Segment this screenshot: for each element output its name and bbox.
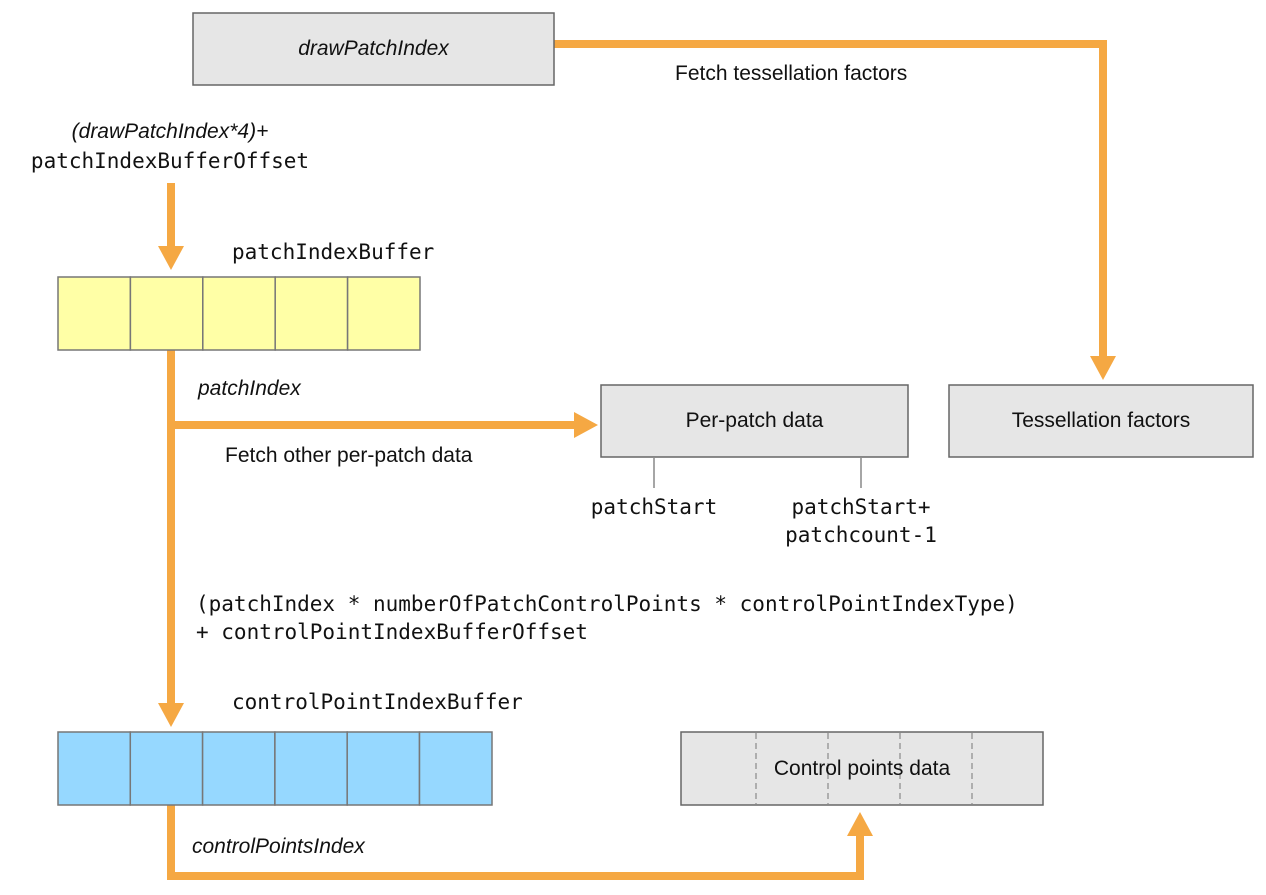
draw-patch-index-box <box>192 12 555 86</box>
per-patch-data-box <box>600 384 909 458</box>
control-points-data-label: Control points data <box>773 757 951 780</box>
control-point-index-buffer-cell <box>201 731 276 806</box>
patch-index-buffer-cell <box>57 276 132 351</box>
patch-end-label-line2: patchcount-1 <box>785 523 937 547</box>
control-points-fetch-line <box>167 805 864 880</box>
control-buffer-arrowhead <box>158 703 184 727</box>
draw-patch-index-label: drawPatchIndex <box>298 37 449 60</box>
patch-index-fetch-arrowhead <box>158 246 184 270</box>
control-point-index-buffer-cell <box>57 731 132 806</box>
patch-index-buffer-cell <box>346 276 421 351</box>
patch-index-buffer <box>57 276 421 351</box>
control-point-index-buffer-cell <box>274 731 348 806</box>
tessellation-fetch-line <box>554 40 1107 358</box>
patch-index-buffer-label: patchIndexBuffer <box>232 240 435 264</box>
control-point-index-buffer-cell <box>346 731 421 806</box>
patch-index-buffer-cell <box>274 276 349 351</box>
patch-index-buffer-cell <box>202 276 276 351</box>
control-point-index-buffer-cell <box>418 731 493 806</box>
patch-index-expr-line2: patchIndexBufferOffset <box>30 149 310 173</box>
connectors <box>158 40 1116 880</box>
patch-index-expr-line1: (drawPatchIndex*4)+ <box>71 120 269 143</box>
tessellation-factors-box <box>948 384 1254 458</box>
per-patch-data-label: Per-patch data <box>685 409 824 432</box>
patch-index-buffer-cell <box>129 276 204 351</box>
patch-start-label: patchStart <box>590 495 718 519</box>
control-points-data-box <box>680 731 1044 806</box>
patch-end-label-line1: patchStart+ <box>791 495 931 519</box>
control-point-index-buffer <box>57 731 493 806</box>
control-point-index-buffer-label: controlPointIndexBuffer <box>232 690 523 714</box>
tessellation-factors-label: Tessellation factors <box>1011 409 1191 432</box>
patch-index-label: patchIndex <box>198 377 301 400</box>
tessellation-fetch-arrowhead <box>1090 356 1116 380</box>
fetch-other-per-patch-data-label: Fetch other per-patch data <box>225 444 473 467</box>
per-patch-fetch-arrowhead <box>574 412 598 438</box>
control-point-expr-line1: (patchIndex * numberOfPatchControlPoints… <box>196 592 1018 616</box>
control-points-fetch-arrowhead <box>847 812 873 836</box>
control-point-expr-line2: + controlPointIndexBufferOffset <box>196 620 588 644</box>
control-point-index-buffer-cell <box>129 731 204 806</box>
control-points-data-outline <box>680 731 1044 806</box>
control-points-index-label: controlPointsIndex <box>192 835 365 858</box>
fetch-tessellation-factors-label: Fetch tessellation factors <box>675 62 908 85</box>
